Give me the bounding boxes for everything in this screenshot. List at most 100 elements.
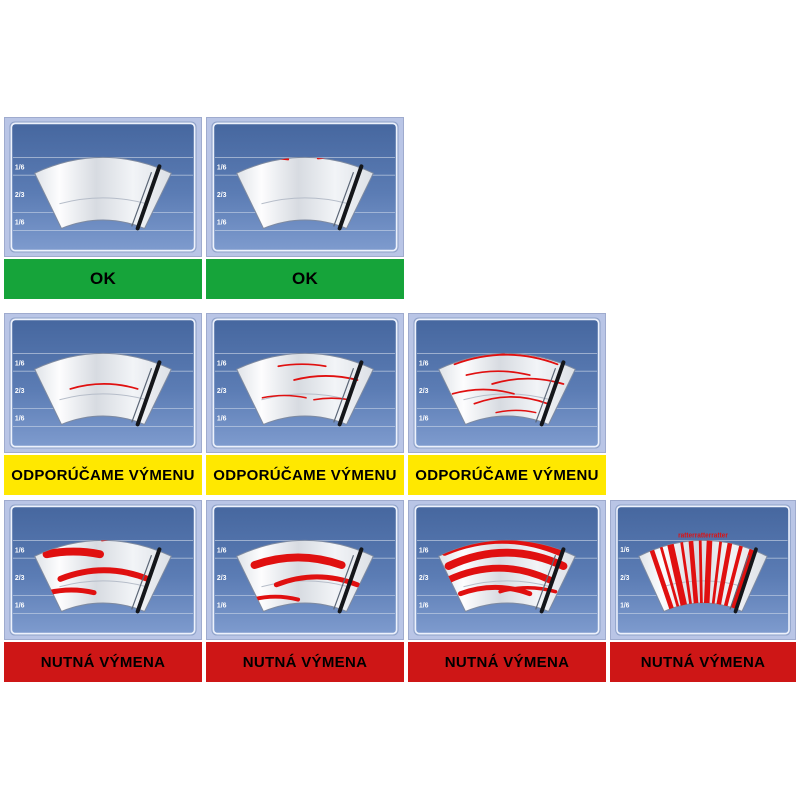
streak-mark <box>473 396 549 405</box>
streak-mark <box>465 370 531 376</box>
wear-streaks <box>69 383 139 390</box>
chatter-note: ratterratterratter <box>678 532 728 539</box>
status-label-ok: OK <box>4 259 202 299</box>
smear-stripe <box>667 543 687 606</box>
status-label-recommend: ODPORÚČAME VÝMENU <box>408 455 606 495</box>
wear-streaks <box>261 363 359 401</box>
wiper-blade-shadow <box>535 368 557 423</box>
smear-stripe <box>659 546 680 607</box>
smear-stripe <box>649 549 674 610</box>
scale-label: 1/6 <box>217 219 227 226</box>
wiper-diagram-svg: 1/6 2/3 1/6 ratterratterratter <box>611 501 795 639</box>
scale-label: 1/6 <box>15 602 25 609</box>
scale-label: 2/3 <box>217 192 227 199</box>
wiper-diagram-clean: 1/6 2/3 1/6 <box>4 117 202 257</box>
streak-mark <box>57 567 151 582</box>
status-label-required: NUTNÁ VÝMENA <box>408 642 606 682</box>
fan-reflection-line <box>261 197 349 205</box>
wiper-blade <box>733 547 758 614</box>
scale-label: 1/6 <box>620 547 629 554</box>
smear-stripe <box>723 545 743 607</box>
fan-reflection-line <box>261 393 349 401</box>
smear-stripe <box>688 540 699 604</box>
status-label-required: NUTNÁ VÝMENA <box>610 642 796 682</box>
fan-reflection-line <box>59 580 147 588</box>
scale-label: 2/3 <box>15 388 25 395</box>
wiper-blade-shadow <box>333 172 355 227</box>
scale-label: 1/6 <box>15 219 25 226</box>
smear-stripe <box>680 541 692 605</box>
wiper-blade <box>135 360 162 427</box>
scale-label: 2/3 <box>217 388 227 395</box>
scale-label: 1/6 <box>15 360 25 367</box>
wiper-diagram-chatter-smear: 1/6 2/3 1/6 ratterratterratter <box>610 500 796 640</box>
scale-label: 1/6 <box>620 602 629 609</box>
wiper-diagram-svg: 1/62/31/6 <box>409 314 605 452</box>
smear-stripe <box>716 542 733 605</box>
wiper-blade-shadow <box>333 368 355 423</box>
streak-mark <box>453 353 559 366</box>
wiper-diagram-svg: 1/62/31/6 <box>409 501 605 639</box>
status-label-ok: OK <box>206 259 404 299</box>
scale-label: 2/3 <box>15 192 25 199</box>
wiper-diagram-svg: 1/62/31/6 <box>5 314 201 452</box>
wiper-blade <box>539 360 566 427</box>
fan-reflection-line <box>463 580 551 588</box>
scale-label: 1/6 <box>217 547 227 554</box>
scale-label: 1/6 <box>419 415 429 422</box>
scale-label: 2/3 <box>620 575 629 582</box>
streak-mark <box>42 547 104 559</box>
wiper-blade-shadow <box>131 172 153 227</box>
scale-label: 1/6 <box>217 164 227 171</box>
streak-mark <box>46 587 97 596</box>
scale-label: 1/6 <box>217 602 227 609</box>
scale-label: 2/3 <box>419 388 429 395</box>
streak-mark <box>451 388 515 395</box>
wiper-blade-shadow <box>333 555 355 610</box>
streak-mark <box>293 375 359 381</box>
wiper-blade <box>135 547 162 614</box>
status-label-recommend: ODPORÚČAME VÝMENU <box>206 455 404 495</box>
scale-label: 1/6 <box>15 164 25 171</box>
fan-reflection-line <box>463 393 551 401</box>
status-label-required: NUTNÁ VÝMENA <box>4 642 202 682</box>
wiper-blade-shadow <box>535 555 557 610</box>
streak-mark <box>445 564 554 584</box>
wiper-blade-shadow <box>131 368 153 423</box>
wiper-blade <box>337 164 364 231</box>
streak-mark <box>261 394 307 399</box>
streak-mark <box>277 363 327 368</box>
scale-label: 1/6 <box>217 360 227 367</box>
wiper-diagram-svg: 1/62/31/6 <box>207 501 403 639</box>
scale-label: 2/3 <box>419 575 429 582</box>
smear-stripe <box>730 548 755 609</box>
wiper-diagram-svg: 1/6 2/3 1/6 <box>207 118 403 256</box>
streak-mark <box>444 548 568 570</box>
wiper-diagram-svg: 1/62/31/6 <box>5 501 201 639</box>
streak-mark <box>250 553 346 570</box>
smear-stripe <box>711 541 723 604</box>
wiper-diagram-svg: 1/6 2/3 1/6 <box>5 118 201 256</box>
wiper-diagram-svg: 1/62/31/6 <box>207 314 403 452</box>
wiper-blade-shadow <box>131 555 153 610</box>
scale-label: 2/3 <box>15 575 25 582</box>
wear-streaks <box>649 540 755 610</box>
wiper-blade <box>337 547 364 614</box>
smear-stripe <box>698 540 703 604</box>
